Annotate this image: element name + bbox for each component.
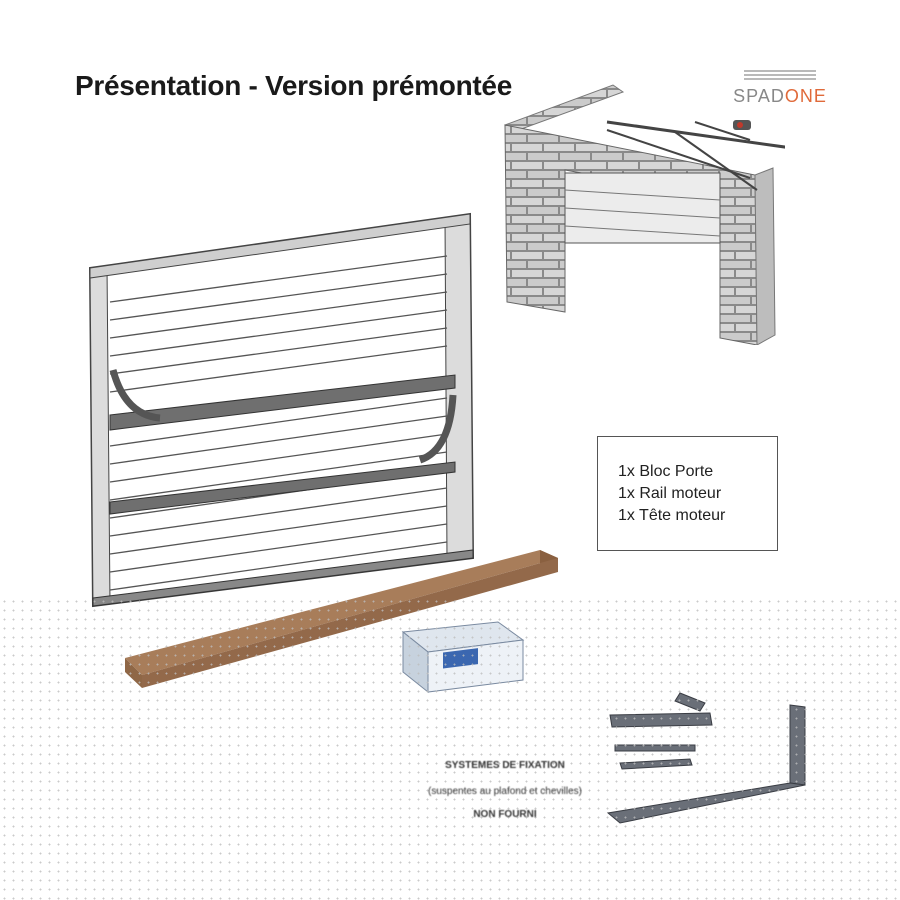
package-contents-list: 1x Bloc Porte 1x Rail moteur 1x Tête mot… xyxy=(598,437,777,527)
fixing-caption-title: SYSTEMES DE FIXATION xyxy=(445,760,565,771)
logo-text: SPADONE xyxy=(733,86,827,106)
fixing-caption-note: NON FOURNI xyxy=(473,809,537,820)
door-block-illustration xyxy=(88,212,475,608)
package-contents-box: 1x Bloc Porte 1x Rail moteur 1x Tête mot… xyxy=(597,436,778,551)
logo-garage-lines-icon xyxy=(744,70,816,84)
list-item: 1x Rail moteur xyxy=(618,485,722,502)
scan-noise-overlay xyxy=(0,597,900,900)
list-item: 1x Tête moteur xyxy=(618,507,726,524)
fixing-caption-detail: (suspentes au plafond et chevilles) xyxy=(428,786,582,797)
garage-wall-illustration xyxy=(504,84,785,345)
list-item: 1x Bloc Porte xyxy=(618,463,714,480)
page-title: Présentation - Version prémontée xyxy=(75,70,512,101)
spadone-logo: SPADONE xyxy=(730,68,830,110)
